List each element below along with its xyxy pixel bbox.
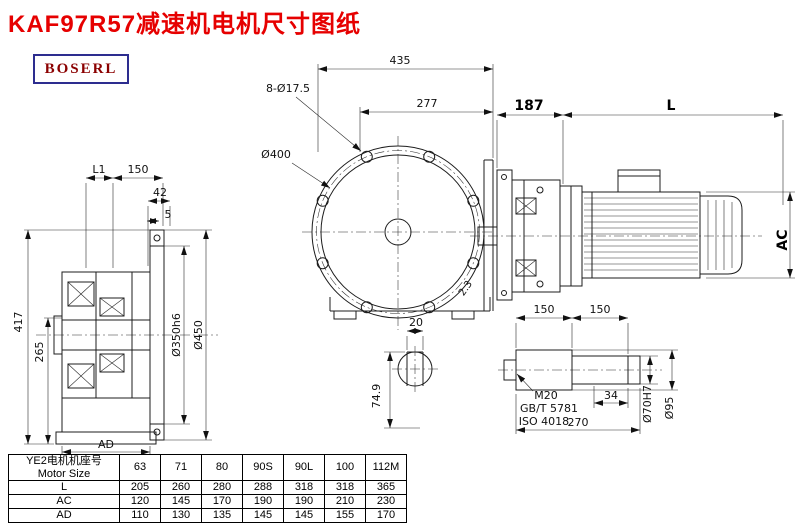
cell: 145 xyxy=(242,508,284,523)
col-header-63: 63 xyxy=(119,453,161,482)
motor-size-header-en: Motor Size xyxy=(37,467,91,480)
cell: 110 xyxy=(119,508,161,523)
dim-dia-400: Ø400 xyxy=(261,148,291,161)
cell: 130 xyxy=(160,508,202,523)
dim-dia-95: Ø95 xyxy=(663,397,676,420)
note-bolt-holes: 8-Ø17.5 xyxy=(266,82,310,95)
table-row-AC: AC 120 145 170 190 190 210 230 xyxy=(8,494,407,510)
cell: 318 xyxy=(324,480,366,496)
note-2-3: 2.3 xyxy=(457,279,475,298)
cell: 145 xyxy=(160,494,202,510)
page-title: KAF97R57减速机电机尺寸图纸 xyxy=(8,11,362,38)
cell: 210 xyxy=(324,494,366,510)
shaft-end-view: 20 74.9 xyxy=(370,316,438,429)
note-gbt-5781: GB/T 5781 xyxy=(520,402,578,415)
cell: 205 xyxy=(119,480,161,496)
dim-34: 34 xyxy=(604,389,618,402)
dim-277: 277 xyxy=(417,97,438,110)
cell: 170 xyxy=(201,494,243,510)
col-header-112m: 112M xyxy=(365,453,407,482)
col-header-71: 71 xyxy=(160,453,202,482)
dim-270: 270 xyxy=(568,416,589,429)
dim-417: 417 xyxy=(12,312,25,333)
motor-size-header: YE2电机机座号 Motor Size xyxy=(8,453,120,482)
dim-42: 42 xyxy=(153,186,167,199)
cell: 365 xyxy=(365,480,407,496)
dim-L: L xyxy=(667,98,676,114)
row-label-AD: AD xyxy=(8,508,120,523)
col-header-80: 80 xyxy=(201,453,243,482)
col-header-90l: 90L xyxy=(283,453,325,482)
note-M20: M20 xyxy=(534,389,558,402)
dim-150-top: 150 xyxy=(128,163,149,176)
boserl-logo: BOSERL xyxy=(33,54,129,84)
cell: 190 xyxy=(283,494,325,510)
left-section-view: L1 150 42 5 417 265 AD Ø350h6 Ø450 xyxy=(12,163,218,455)
dim-20: 20 xyxy=(409,316,423,329)
motor-size-table: YE2电机机座号 Motor Size 63 71 80 90S 90L 100… xyxy=(8,453,407,523)
input-shaft-detail: 150 150 M20 GB/T 5781 ISO 4018 34 270 Ø7… xyxy=(498,303,678,434)
dim-dia-450: Ø450 xyxy=(192,320,205,350)
table-row-AD: AD 110 130 135 145 145 155 170 xyxy=(8,508,407,523)
col-header-100: 100 xyxy=(324,453,366,482)
dim-150-left: 150 xyxy=(534,303,555,316)
dim-435: 435 xyxy=(390,54,411,67)
dim-187: 187 xyxy=(514,98,543,114)
dim-150-right: 150 xyxy=(590,303,611,316)
col-header-90s: 90S xyxy=(242,453,284,482)
logo-text: BOSERL xyxy=(44,60,118,77)
dim-5: 5 xyxy=(165,208,172,221)
cell: 280 xyxy=(201,480,243,496)
front-flange-view: 435 277 8-Ø17.5 Ø400 2.3 xyxy=(261,54,494,330)
dim-dia-70: Ø70H7 xyxy=(641,385,654,423)
cell: 135 xyxy=(201,508,243,523)
cell: 230 xyxy=(365,494,407,510)
note-iso-4018: ISO 4018 xyxy=(519,415,569,428)
table-row-L: L 205 260 280 288 318 318 365 xyxy=(8,480,407,496)
row-label-L: L xyxy=(8,480,120,496)
cell: 318 xyxy=(283,480,325,496)
dim-dia-350: Ø350h6 xyxy=(170,313,183,357)
cell: 288 xyxy=(242,480,284,496)
dim-L1: L1 xyxy=(92,163,105,176)
cell: 120 xyxy=(119,494,161,510)
side-assembly-view: 187 L AC xyxy=(470,98,795,301)
cell: 170 xyxy=(365,508,407,523)
dim-AC: AC xyxy=(775,229,791,250)
cell: 260 xyxy=(160,480,202,496)
row-label-AC: AC xyxy=(8,494,120,510)
cell: 155 xyxy=(324,508,366,523)
table-header-row: YE2电机机座号 Motor Size 63 71 80 90S 90L 100… xyxy=(8,453,407,482)
cell: 145 xyxy=(283,508,325,523)
dim-AD: AD xyxy=(98,438,114,451)
dim-265: 265 xyxy=(33,342,46,363)
cell: 190 xyxy=(242,494,284,510)
dim-74-9: 74.9 xyxy=(370,384,383,409)
motor-size-header-cn: YE2电机机座号 xyxy=(26,455,102,467)
